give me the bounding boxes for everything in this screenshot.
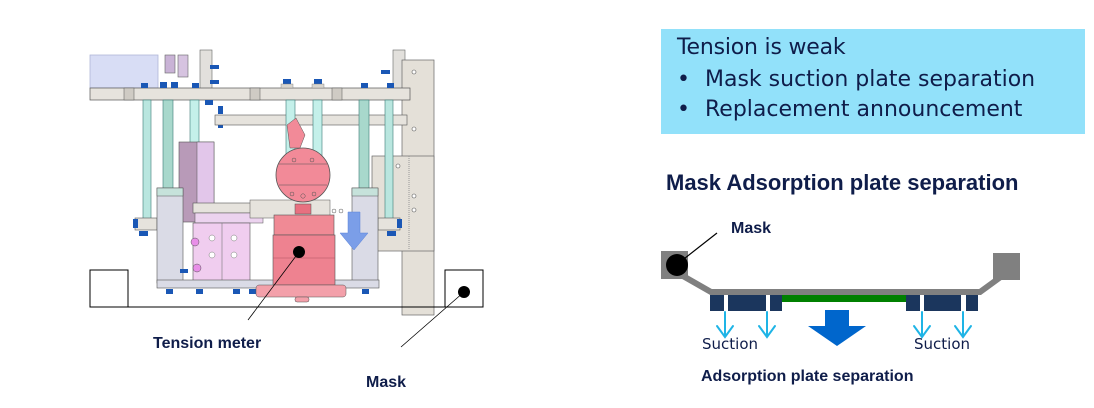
callout-bullet: • Replacement announcement <box>677 97 1022 122</box>
suction-pad <box>770 295 782 311</box>
guide-rod <box>358 99 370 196</box>
mask-sheet <box>681 273 1004 295</box>
upper-bracket <box>164 54 176 74</box>
callout-bullet: • Mask suction plate separation <box>677 67 1035 92</box>
suction-arrow-icon <box>716 311 734 339</box>
suction-arrow-icon <box>954 311 972 339</box>
upper-panel <box>89 54 159 89</box>
mask-leader <box>679 232 718 263</box>
suction-arrow-icon <box>913 311 931 339</box>
mask-frame-right-block <box>993 253 1020 280</box>
suction-pad <box>906 295 920 311</box>
mask-frame-left <box>89 269 129 308</box>
separation-caption: Adsorption plate separation <box>701 368 914 385</box>
suction-label-left: Suction <box>702 335 759 353</box>
guide-rod <box>142 99 152 221</box>
dial-gauge <box>275 117 331 215</box>
guide-bar <box>214 114 408 126</box>
mask-label-left: Mask <box>366 374 407 391</box>
mask-label-right: Mask <box>731 220 772 237</box>
upper-bracket <box>177 54 189 78</box>
section-title: Mask Adsorption plate separation <box>666 170 1019 195</box>
side-bracket-lower <box>371 155 435 252</box>
guide-rod <box>162 99 174 196</box>
tension-meter-assembly-drawing <box>89 49 484 348</box>
tension-meter <box>255 214 347 303</box>
slide-table <box>192 222 251 284</box>
suction-pad <box>710 295 724 311</box>
tension-meter-label: Tension meter <box>153 335 262 352</box>
bullet-icon: • <box>677 67 690 92</box>
suction-pad <box>728 295 766 311</box>
mask-leader <box>400 291 465 348</box>
bullet-text: Mask suction plate separation <box>705 67 1036 92</box>
down-arrow-icon <box>339 211 369 251</box>
left-support-block <box>156 187 184 284</box>
bullet-text: Replacement announcement <box>705 97 1023 122</box>
suction-pad <box>966 295 978 311</box>
adsorption-plate-schematic <box>661 232 1020 346</box>
tension-meter-leader <box>247 251 300 321</box>
suction-label-right: Suction <box>914 335 971 353</box>
bullet-icon: • <box>677 97 690 122</box>
separation-arrow-icon <box>808 310 866 346</box>
tension-weak-callout: Tension is weak • Mask suction plate sepa… <box>661 29 1085 134</box>
suction-pad <box>924 295 961 311</box>
mask-marker <box>666 254 688 276</box>
adsorption-plate <box>782 295 906 302</box>
suction-arrow-icon <box>758 311 776 339</box>
guide-rod <box>384 99 394 221</box>
callout-title: Tension is weak <box>677 35 846 60</box>
